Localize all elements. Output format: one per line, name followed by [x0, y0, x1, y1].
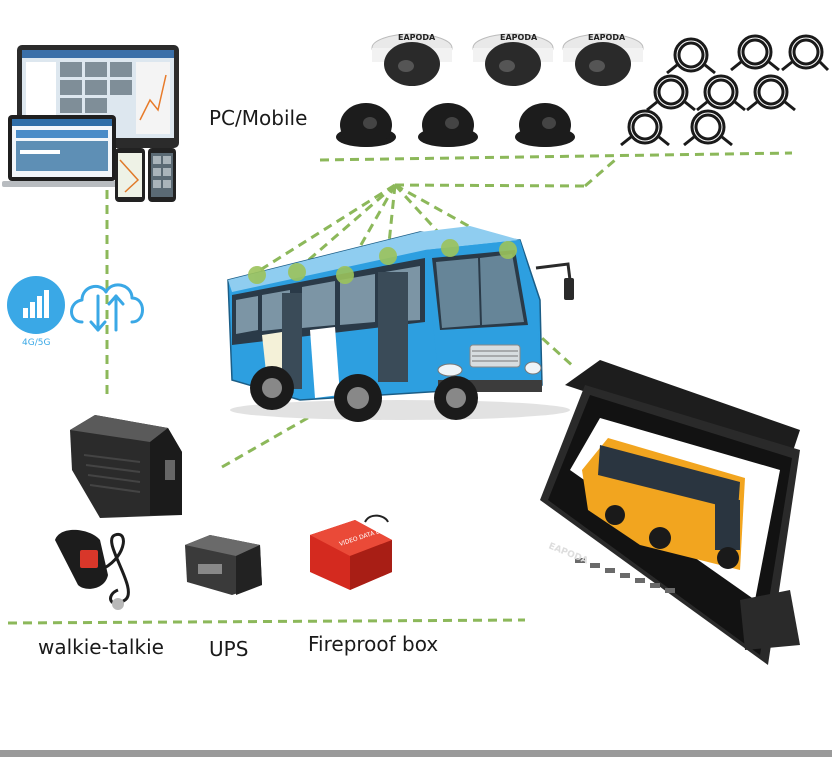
- walkie-talkie-label: walkie-talkie: [38, 635, 164, 659]
- walkie-talkie-handset: [55, 529, 130, 610]
- bus: [227, 226, 574, 422]
- pc-mobile-label: PC/Mobile: [209, 106, 308, 130]
- ups-unit: [185, 535, 262, 595]
- network-label: 4G/5G: [22, 338, 50, 348]
- ups-label: UPS: [209, 637, 249, 661]
- extension-cables: [620, 34, 830, 147]
- fireproof-box-label: Fireproof box: [308, 632, 439, 656]
- svg-text:EAPODA: EAPODA: [398, 33, 436, 42]
- pc-mobile-devices: [2, 45, 179, 202]
- bottom-divider: [0, 750, 832, 757]
- dome-cameras: [371, 33, 644, 86]
- monitor-logo: EAPODA: [547, 542, 590, 567]
- signal-icon: [7, 276, 65, 334]
- camera-logos: EAPODA EAPODA EAPODA: [398, 33, 626, 42]
- svg-text:EAPODA: EAPODA: [588, 33, 626, 42]
- bus-camera-points: [248, 239, 517, 284]
- svg-text:EAPODA: EAPODA: [500, 33, 538, 42]
- fireproof-box: VIDEO DATA DO NOT OPEN: [310, 514, 418, 590]
- monitor: EAPODA: [540, 360, 800, 665]
- cloud-sync-icon: [70, 283, 144, 332]
- mdvr-recorder: [70, 415, 182, 518]
- black-dome-cameras: [336, 103, 575, 147]
